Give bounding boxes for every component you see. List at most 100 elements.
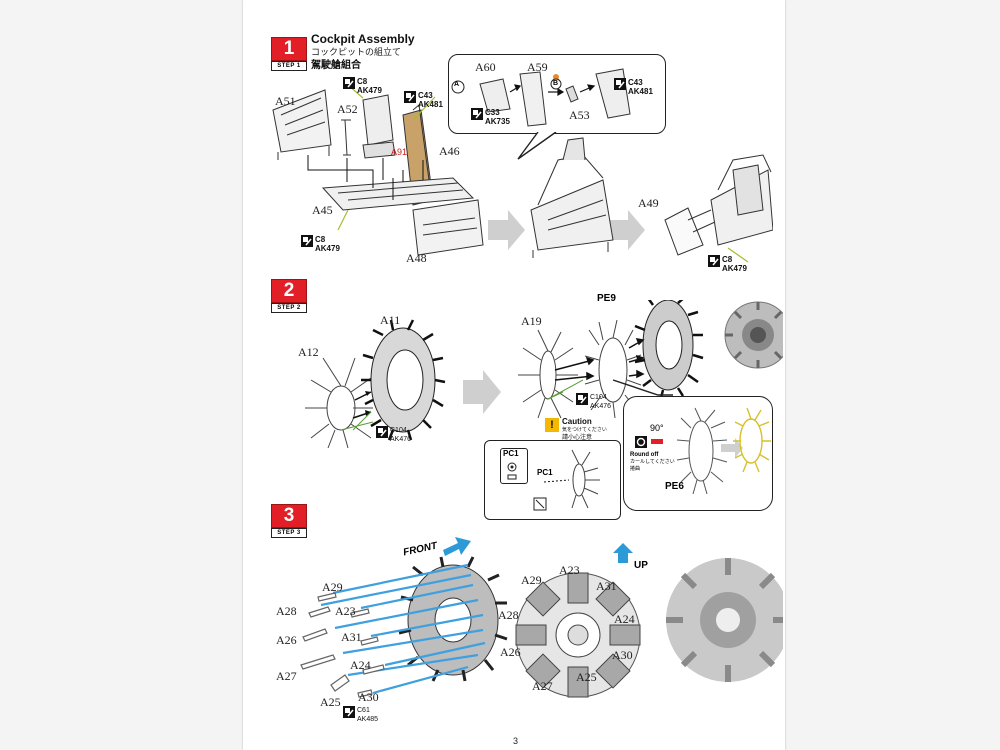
paint-c8-top-c: C8 <box>357 77 368 86</box>
paint-brush-icon <box>614 78 626 90</box>
paint-brush-icon <box>404 91 416 103</box>
step-2-number: 2 <box>271 279 307 303</box>
part-a19-label: A19 <box>521 314 542 328</box>
part-a27-left-label: A27 <box>276 669 297 683</box>
paint-c61-c: C61 <box>357 707 370 714</box>
step-1-title-jp: コックピットの組立て <box>311 47 402 57</box>
part-a28-right-label: A28 <box>498 608 519 622</box>
caution-jp: 気をつけてください <box>562 427 607 433</box>
part-a31-left-label: A31 <box>341 630 362 644</box>
paint-c43-box-c: C43 <box>628 78 643 87</box>
part-a11-label: A11 <box>380 313 401 327</box>
part-a30-left-label: A30 <box>358 690 379 704</box>
part-a12-label: A12 <box>298 345 319 359</box>
part-a29-left-label: A29 <box>322 580 343 594</box>
instruction-page: 1 STEP 1 Cockpit Assembly コックピットの組立て 駕駛艙… <box>243 0 785 750</box>
paint-c61-ak: AK485 <box>357 716 379 723</box>
part-a25-left-label: A25 <box>320 695 341 709</box>
paint-c8-right-c: C8 <box>722 255 733 264</box>
pc1-drawing <box>507 449 600 511</box>
pc1-part-box <box>500 448 528 484</box>
part-a26-left-label: A26 <box>276 633 297 647</box>
part-a51-label: A51 <box>275 94 296 108</box>
paint-c43-box-ak: AK481 <box>628 87 653 96</box>
angle-label: 90° <box>650 423 664 433</box>
pc1-label: PC1 <box>537 468 553 477</box>
part-a60-label: A60 <box>475 60 496 74</box>
warning-icon: ! <box>545 418 559 432</box>
part-a31-right-label: A31 <box>596 579 617 593</box>
step-2-drawing <box>305 300 783 449</box>
paint-c104-left-c: C104 <box>390 427 407 434</box>
part-pe9-label: PE9 <box>597 293 616 304</box>
part-a25-right-label: A25 <box>576 670 597 684</box>
part-a45-label: A45 <box>312 203 333 217</box>
part-a27-right-label: A27 <box>532 679 553 693</box>
round-off-note: Round off カールしてください 捲曲 <box>630 452 675 473</box>
up-label: UP <box>634 560 648 571</box>
part-a48-label: A48 <box>406 251 427 265</box>
part-a53-label: A53 <box>569 108 590 122</box>
step-1-badge: 1 STEP 1 <box>271 37 307 71</box>
part-a49-label: A49 <box>638 196 659 210</box>
part-a30-right-label: A30 <box>612 648 633 662</box>
round-off-en: Round off <box>630 452 659 458</box>
part-a91-label: A91 <box>391 147 408 157</box>
part-a46-label: A46 <box>439 144 460 158</box>
caution-title: Caution <box>562 417 592 426</box>
step-1-title-cn: 駕駛艙組合 <box>311 60 361 71</box>
part-a52-label: A52 <box>337 102 358 116</box>
paint-c8-bottom-ak: AK479 <box>315 244 340 253</box>
marker-b-label: B <box>553 80 559 87</box>
part-pe6-label: PE6 <box>665 481 684 492</box>
step-1-number: 1 <box>271 37 307 61</box>
part-a59-label: A59 <box>527 60 548 74</box>
round-off-cn: 捲曲 <box>630 466 641 472</box>
part-a24-right-label: A24 <box>614 612 635 626</box>
paint-c33-ak: AK735 <box>485 117 510 126</box>
paint-c104-left-ak: AK476 <box>390 436 412 443</box>
pc1-box-label: PC1 <box>503 449 519 458</box>
step-2-badge: 2 STEP 2 <box>271 279 307 313</box>
step-1-drawing <box>272 84 773 263</box>
paint-brush-icon <box>708 255 720 267</box>
part-a28-left-label: A28 <box>276 604 297 618</box>
caution-note: ! Caution 気をつけてください 請小心注意 <box>545 418 607 442</box>
step-3-badge: 3 STEP 3 <box>271 504 307 538</box>
paint-brush-icon <box>301 235 313 247</box>
round-off-jp: カールしてください <box>630 459 675 465</box>
paint-c43-top-ak: AK481 <box>418 100 443 109</box>
caution-cn: 請小心注意 <box>562 435 593 441</box>
paint-c8-bottom-c: C8 <box>315 235 326 244</box>
paint-c104-right-c: C104 <box>590 394 607 401</box>
paint-c8-right-ak: AK479 <box>722 264 747 273</box>
step-3-number: 3 <box>271 504 307 528</box>
paint-brush-icon <box>376 426 388 438</box>
paint-brush-icon <box>343 77 355 89</box>
step-3-tag: STEP 3 <box>271 528 307 538</box>
part-a29-right-label: A29 <box>521 573 542 587</box>
paint-c8-top-ak: AK479 <box>357 86 382 95</box>
page-number: 3 <box>513 736 519 746</box>
step-1-title-en: Cockpit Assembly <box>311 32 415 46</box>
part-a26-right-label: A26 <box>500 645 521 659</box>
step-1-tag: STEP 1 <box>271 61 307 71</box>
pe6-drawing <box>635 407 771 495</box>
step-3-drawing <box>300 537 783 698</box>
part-a23-left-label: A23 <box>335 604 356 618</box>
step-2-tag: STEP 2 <box>271 303 307 313</box>
paint-brush-icon <box>576 393 588 405</box>
paint-c33-c: C33 <box>485 108 500 117</box>
paint-brush-icon <box>471 108 483 120</box>
paint-brush-icon <box>343 706 355 718</box>
marker-a-label: A <box>454 81 460 88</box>
paint-c43-top-c: C43 <box>418 91 433 100</box>
